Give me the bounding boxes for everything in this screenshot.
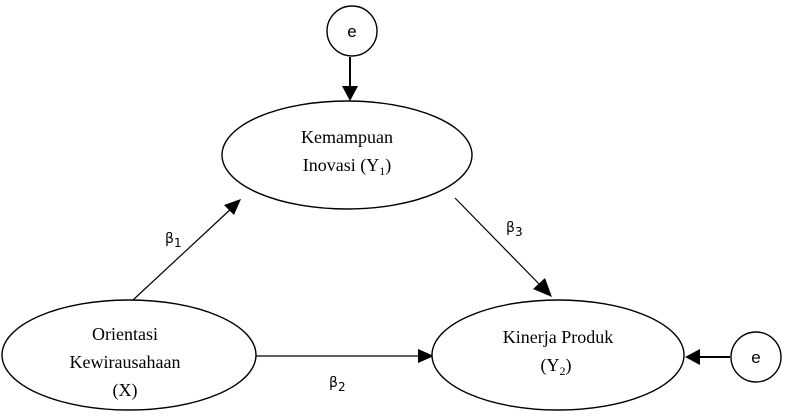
edge-x-to-y1-arrowhead [224, 199, 241, 215]
error-label-top: e [347, 22, 356, 41]
beta2-subscript: 2 [338, 380, 346, 394]
node-x-orientasi-kewirausahaan: Orientasi Kewirausahaan (X) [1, 299, 257, 411]
ellipse-y1 [221, 100, 473, 210]
y2-label-line2-subscript: 2 [560, 364, 566, 378]
edge-x-to-y1 [132, 206, 234, 301]
beta3-symbol: β [506, 220, 515, 236]
y1-label-line2-subscript: 1 [379, 164, 385, 178]
beta1-subscript: 1 [174, 236, 182, 250]
x-label-line2: Kewirausahaan [70, 352, 181, 372]
edge-y1-to-y2 [454, 197, 545, 290]
node-error-top: e [326, 5, 378, 57]
y1-label-line2: Inovasi (Y1) [303, 155, 391, 178]
beta3-subscript: 3 [515, 225, 523, 239]
edge-error-to-y1-arrowhead [342, 86, 358, 101]
edge-y1-to-y2-arrowhead [533, 278, 552, 297]
y1-label-line1: Kemampuan [301, 127, 393, 147]
beta1-symbol: β [165, 231, 174, 247]
node-y1-kemampuan-inovasi: Kemampuan Inovasi (Y1) [221, 100, 473, 210]
x-label-line1: Orientasi [92, 324, 158, 344]
ellipse-y2 [431, 299, 685, 411]
y2-label-line2-end: ) [566, 355, 572, 376]
beta2-label: β2 [329, 375, 346, 394]
error-label-right: e [751, 348, 760, 367]
error-circle-top [326, 5, 378, 57]
y2-label-line2-main: (Y [541, 355, 560, 376]
y1-label-line2-main: Inovasi (Y [303, 155, 379, 176]
y1-label-line2-end: ) [385, 155, 391, 176]
node-error-right: e [730, 331, 782, 383]
ellipse-x [1, 299, 257, 411]
y2-label-line1: Kinerja Produk [503, 327, 613, 347]
error-circle-right [730, 331, 782, 383]
y2-label-line2: (Y2) [541, 355, 572, 378]
edge-x-to-y2-arrowhead [418, 349, 434, 363]
beta3-label: β3 [506, 220, 523, 239]
edge-error-to-y2-arrowhead [685, 349, 700, 365]
node-y2-kinerja-produk: Kinerja Produk (Y2) [431, 299, 685, 411]
beta1-label: β1 [165, 231, 182, 250]
x-label-line3: (X) [113, 380, 138, 401]
beta2-symbol: β [329, 375, 338, 391]
edges [132, 57, 730, 365]
